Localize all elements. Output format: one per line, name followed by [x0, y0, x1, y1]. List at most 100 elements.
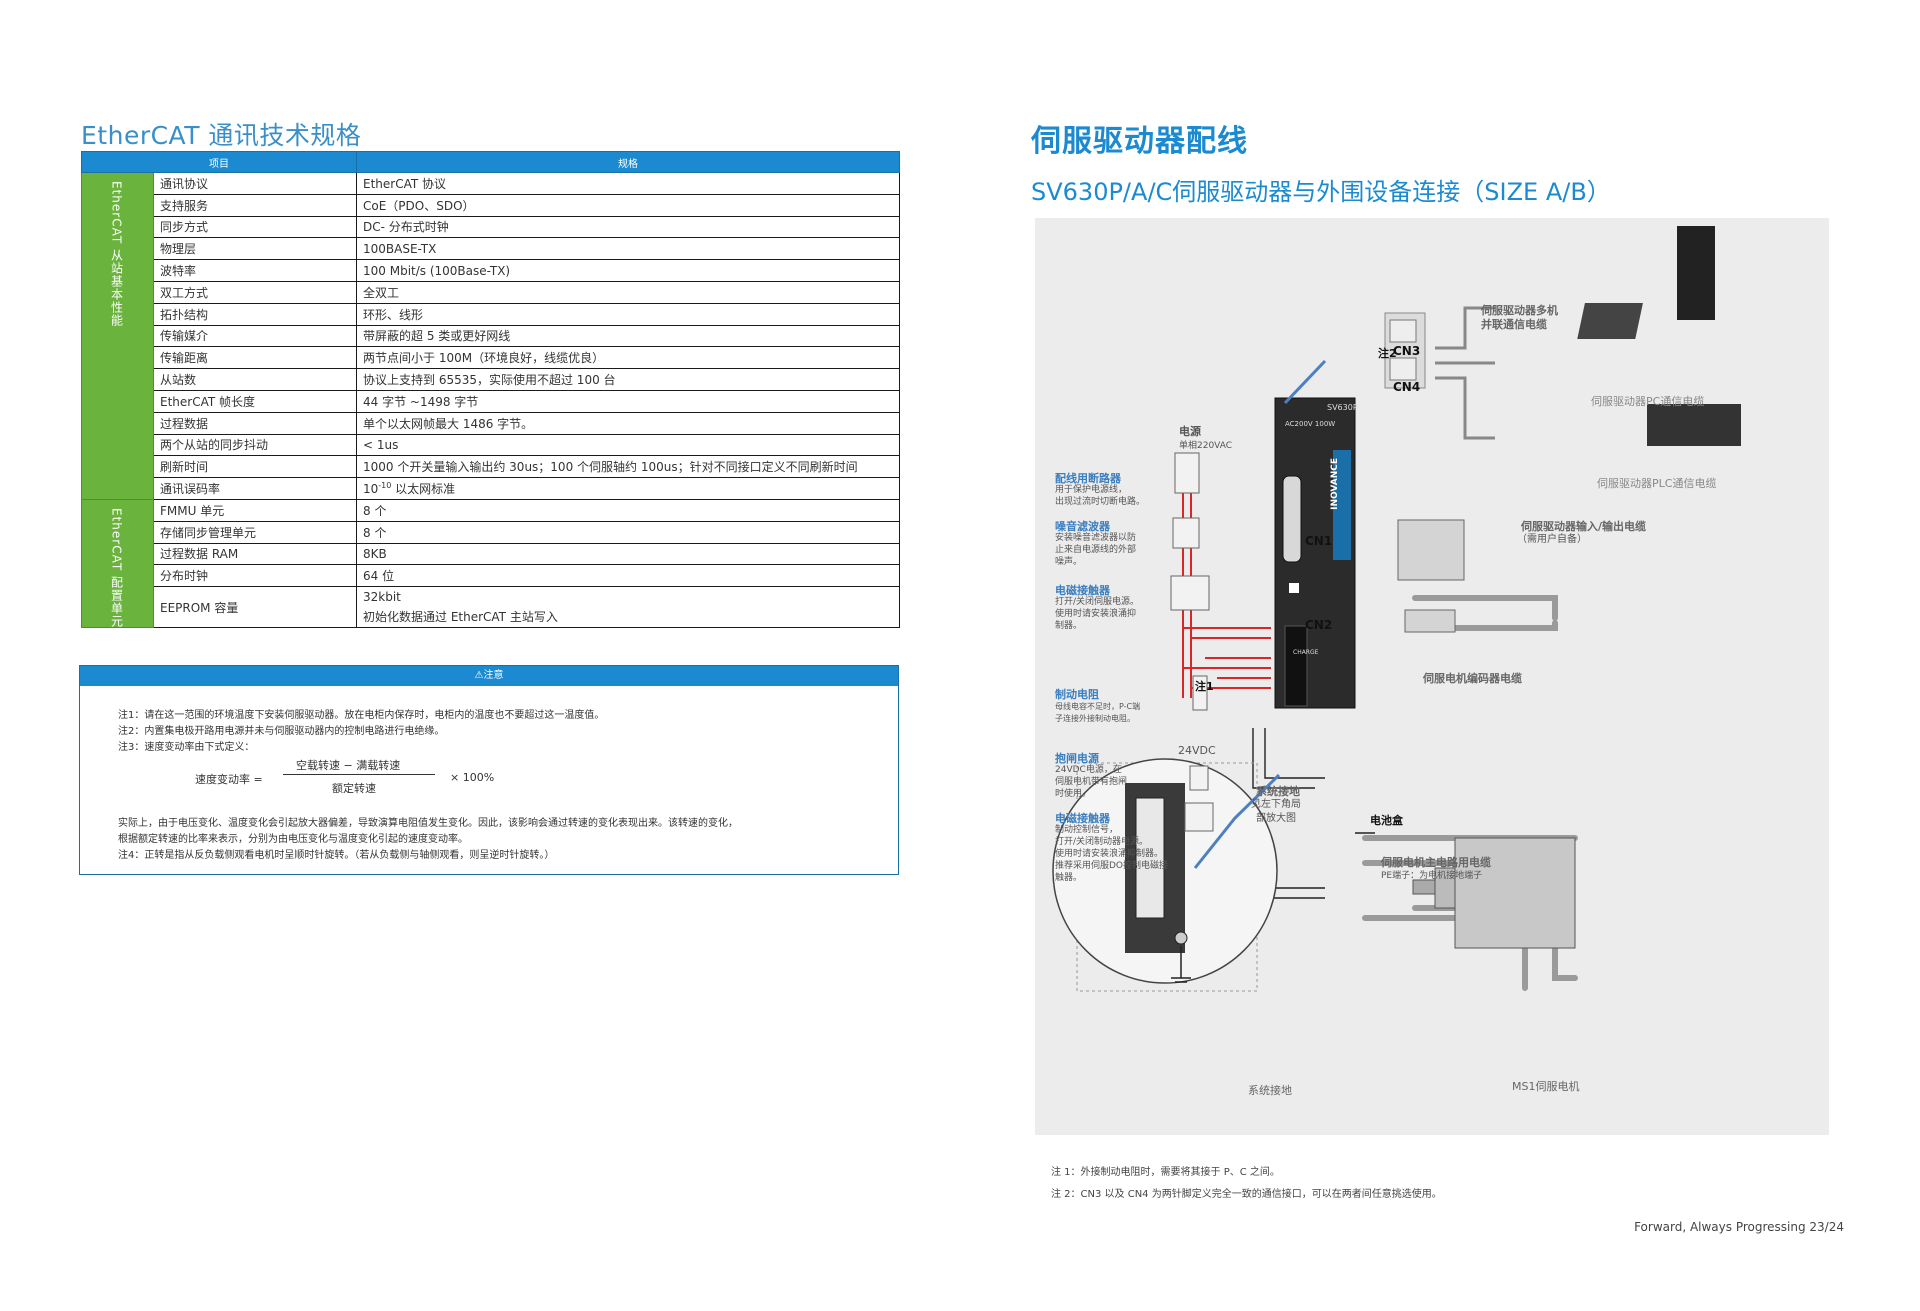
table-header-spec: 规格	[356, 151, 900, 173]
row-item: 传输媒介	[153, 324, 357, 348]
page-subtitle: SV630P/A/C伺服驱动器与外围设备连接（SIZE A/B）	[1031, 178, 1611, 206]
formula-denominator: 额定转速	[332, 782, 376, 795]
label-cn3: CN3	[1393, 344, 1421, 358]
footnote-1: 注 1：外接制动电阻时，需要将其接于 P、C 之间。	[1051, 1167, 1280, 1178]
encoder-connector-icon	[1404, 609, 1456, 633]
row-item: 两个从站的同步抖动	[153, 433, 357, 457]
row-item: FMMU 单元	[153, 498, 357, 522]
brand-stripe	[1333, 450, 1351, 560]
comm-lines	[1435, 306, 1495, 440]
label-motor: MS1伺服电机	[1512, 1080, 1580, 1093]
footnote-2: 注 2：CN3 以及 CN4 为两针脚定义完全一致的通信接口，可以在两者间任意挑…	[1051, 1189, 1442, 1200]
label-brake-resistor-d1: 母线电容不足时，P-C端	[1055, 702, 1141, 711]
row-spec: 10-10 以太网标准	[356, 477, 900, 500]
row-item: 通讯误码率	[153, 477, 357, 500]
label-ground-d2: 部放大图	[1256, 813, 1296, 824]
page-footer: Forward, Always Progressing 23/24	[1634, 1220, 1844, 1234]
label-filter: 噪音滤波器	[1055, 520, 1110, 533]
row-item: 物理层	[153, 237, 357, 261]
zoom-terminal	[1135, 797, 1165, 919]
note-1: 注1：请在这一范围的环境温度下安装伺服驱动器。放在电柜内保存时，电柜内的温度也不…	[118, 710, 605, 721]
spec-tail: 以太网标准	[391, 482, 456, 497]
row-item: 分布时钟	[153, 564, 357, 588]
row-item: 双工方式	[153, 280, 357, 304]
table-row: 从站数协议上支持到 65535，实际使用不超过 100 台	[82, 368, 900, 391]
io-connector-icon	[1397, 519, 1465, 581]
label-brake-supply-d2: 伺服电机带有抱闸	[1055, 777, 1128, 787]
label-pe-desc: PE端子：为电机接地端子	[1381, 871, 1483, 881]
notes-header: ⚠注意	[80, 666, 898, 686]
row-item: 拓扑结构	[153, 302, 357, 326]
label-plc-cable: 伺服驱动器PLC通信电缆	[1597, 477, 1717, 490]
label-brake-supply-d3: 时使用。	[1055, 789, 1092, 799]
row-item: 波特率	[153, 259, 357, 282]
row-spec: 两节点间小于 100M（环境良好，线缆优良）	[356, 346, 900, 370]
label-power: 电源	[1179, 425, 1201, 438]
brake-resistor-icon	[1192, 675, 1208, 711]
label-contactor-2-d1: 制动控制信号，	[1055, 825, 1119, 835]
label-contactor-2-d5: 触器。	[1055, 873, 1083, 883]
row-spec: 8KB	[356, 542, 900, 566]
servo-motor-body	[1454, 837, 1576, 949]
note-3: 注3：速度变动率由下式定义：	[118, 742, 255, 753]
label-contactor-2-d2: 打开/关闭制动器电源。	[1055, 837, 1149, 847]
cn2-connector	[1289, 583, 1299, 593]
formula-fraction-bar	[283, 774, 435, 775]
label-contactor-d2: 使用时请安装浪涌抑	[1055, 609, 1137, 619]
motor-shaft	[1412, 879, 1436, 895]
plc-module-icon	[1677, 226, 1715, 320]
label-ground-zoom: 系统接地	[1248, 1084, 1292, 1097]
row-item: EEPROM 容量	[153, 586, 357, 629]
row-spec: 8 个	[356, 520, 900, 544]
contactor-icon	[1170, 575, 1210, 611]
label-multi-comm-1: 伺服驱动器多机	[1481, 304, 1558, 317]
label-battery: 电池盒	[1370, 814, 1403, 827]
note-2: 注2：内置集电极开路用电源并未与伺服驱动器内的控制电路进行电绝缘。	[118, 726, 445, 737]
label-multi-comm-2: 并联通信电缆	[1481, 318, 1547, 331]
group-cell-config: EtherCAT 配置单元	[81, 498, 154, 629]
table-row: 传输媒介带屏蔽的超 5 类或更好网线	[82, 324, 900, 348]
row-spec: 带屏蔽的超 5 类或更好网线	[356, 324, 900, 348]
table-row: 传输距离两节点间小于 100M（环境良好，线缆优良）	[82, 346, 900, 370]
spec-exponent: -10	[378, 481, 392, 491]
formula-multiplier: × 100%	[450, 771, 495, 784]
table-row: 过程数据单个以太网帧最大 1486 字节。	[82, 411, 900, 435]
label-breaker-d1: 用于保护电源线，	[1055, 485, 1128, 495]
row-item: 过程数据 RAM	[153, 542, 357, 566]
noise-filter-icon	[1172, 517, 1200, 549]
label-brake-supply: 抱闸电源	[1055, 752, 1099, 765]
label-contactor-2: 电磁接触器	[1055, 812, 1110, 825]
row-spec: 单个以太网帧最大 1486 字节。	[356, 411, 900, 435]
row-spec: 1000 个开关量输入输出约 30us；100 个伺服轴约 100us；针对不同…	[356, 455, 900, 479]
label-note2-tag: 注2	[1378, 347, 1397, 360]
brake-supply-icon	[1189, 765, 1209, 791]
laptop-icon	[1577, 303, 1643, 339]
label-filter-d3: 噪声。	[1055, 557, 1083, 567]
label-cn2: CN2	[1305, 618, 1333, 632]
page-title-servo-wiring: 伺服驱动器配线	[1031, 124, 1248, 159]
row-item: 通讯协议	[153, 172, 357, 195]
row-spec: 协议上支持到 65535，实际使用不超过 100 台	[356, 368, 900, 391]
plc-device-icon	[1647, 404, 1741, 446]
label-brake-resistor-d2: 子连接外接制动电阻。	[1055, 714, 1135, 723]
cn4-port	[1389, 357, 1417, 381]
label-ground: 系统接地	[1256, 785, 1300, 798]
row-item: 刷新时间	[153, 455, 357, 479]
label-io-cable-sub: （需用户自备）	[1517, 534, 1587, 545]
formula-lhs: 速度变动率 =	[195, 773, 263, 786]
row-spec: EtherCAT 协议	[356, 172, 900, 195]
label-cn1: CN1	[1305, 534, 1333, 548]
table-row: 拓扑结构环形、线形	[82, 302, 900, 326]
row-spec: 100 Mbit/s (100Base-TX)	[356, 259, 900, 282]
page-title-ethercat-spec: EtherCAT 通讯技术规格	[81, 121, 362, 150]
label-brake-supply-d1: 24VDC电源，在	[1055, 765, 1122, 775]
